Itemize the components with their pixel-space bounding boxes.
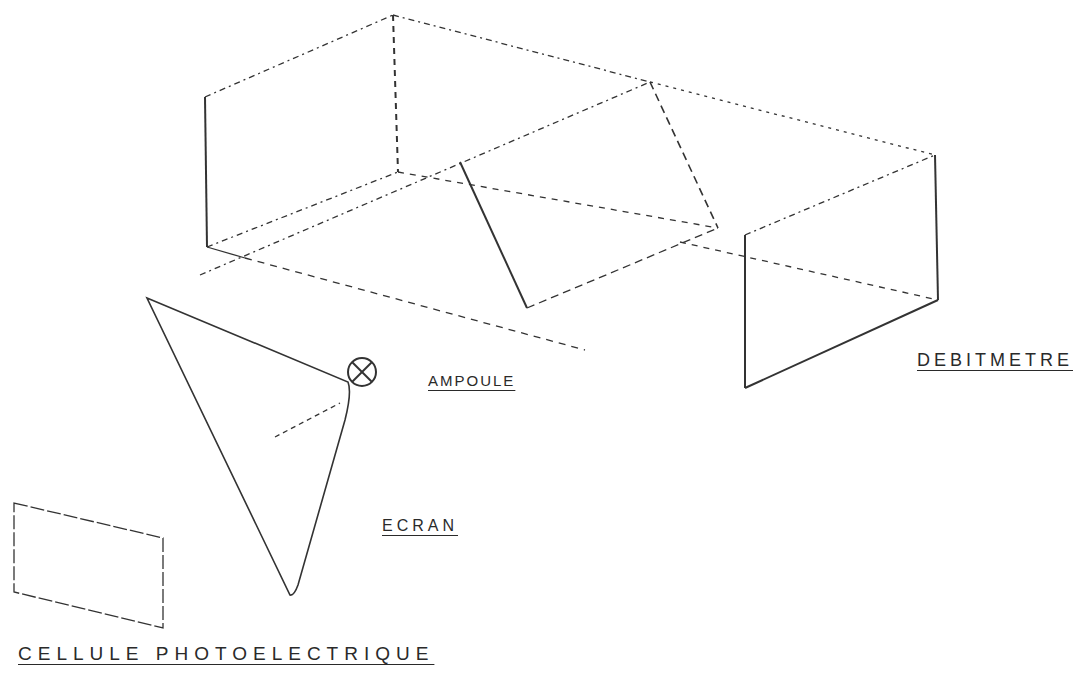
tank-edge <box>398 172 718 228</box>
part-label: AMPOULE <box>428 372 515 389</box>
screen-outline <box>147 298 349 595</box>
meter-edge <box>745 155 935 235</box>
tank-edge <box>393 15 398 172</box>
meter-edge <box>745 300 938 388</box>
meter-edge <box>650 82 935 155</box>
tank-edge <box>460 162 527 308</box>
tank-edge <box>245 258 585 350</box>
photocell-outline <box>14 503 163 628</box>
part-label: ECRAN <box>382 517 458 535</box>
meter-edge <box>744 235 746 388</box>
screen-axis <box>275 403 340 437</box>
tank-edge <box>207 172 398 247</box>
meter-edge <box>680 242 938 300</box>
tank-edge <box>393 15 650 82</box>
part-label: CELLULE PHOTOELECTRIQUE <box>18 643 434 665</box>
tank-edge <box>650 82 718 228</box>
tank-edge <box>205 97 207 247</box>
meter-edge <box>935 155 938 300</box>
tank-edge <box>205 15 393 97</box>
tank-edge <box>207 247 245 258</box>
bulb-symbol <box>348 358 376 386</box>
part-label: DEBITMETRE <box>917 350 1073 371</box>
tank-edge <box>527 228 718 308</box>
tank-edge <box>200 82 650 275</box>
